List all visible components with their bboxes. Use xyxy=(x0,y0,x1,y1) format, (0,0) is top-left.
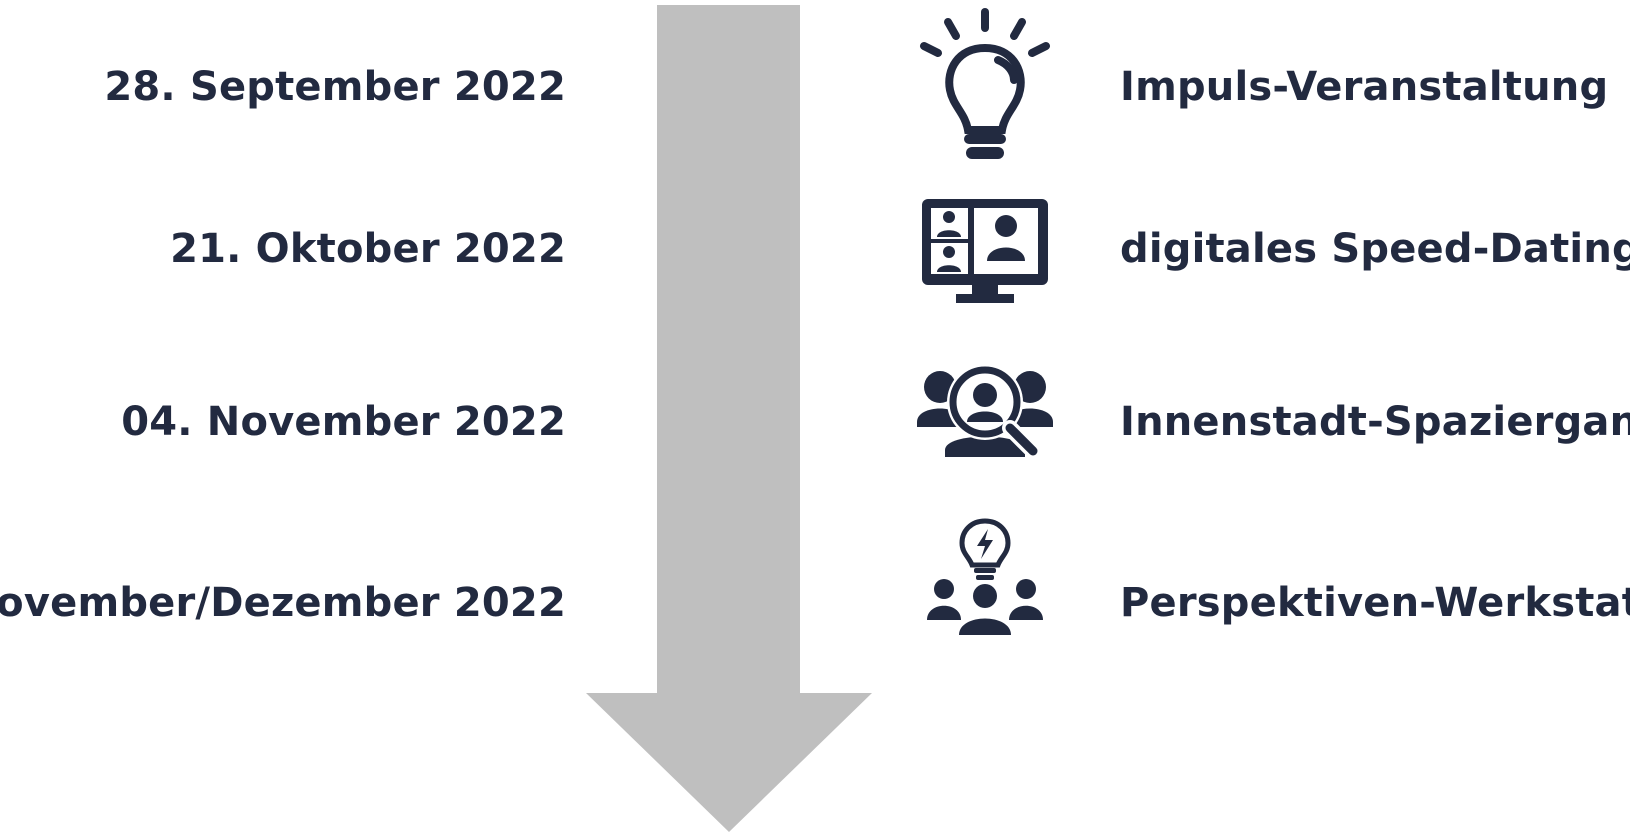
timeline-event-3: Innenstadt-Spaziergang xyxy=(1120,399,1630,445)
video-call-monitor-icon xyxy=(922,199,1048,303)
timeline-date-3: 04. November 2022 xyxy=(121,399,566,445)
timeline-event-4: Perspektiven-Werkstatt xyxy=(1120,580,1630,626)
timeline-date-1: 28. September 2022 xyxy=(104,64,566,110)
lightbulb-icon xyxy=(920,8,1050,159)
timeline-date-4: November/Dezember 2022 xyxy=(0,580,566,626)
timeline-event-1: Impuls-Veranstaltung xyxy=(1120,64,1609,110)
people-search-icon xyxy=(917,364,1053,459)
timeline-event-2: digitales Speed-Dating xyxy=(1120,226,1630,272)
timeline-date-2: 21. Oktober 2022 xyxy=(170,226,566,272)
team-idea-icon xyxy=(927,518,1043,637)
